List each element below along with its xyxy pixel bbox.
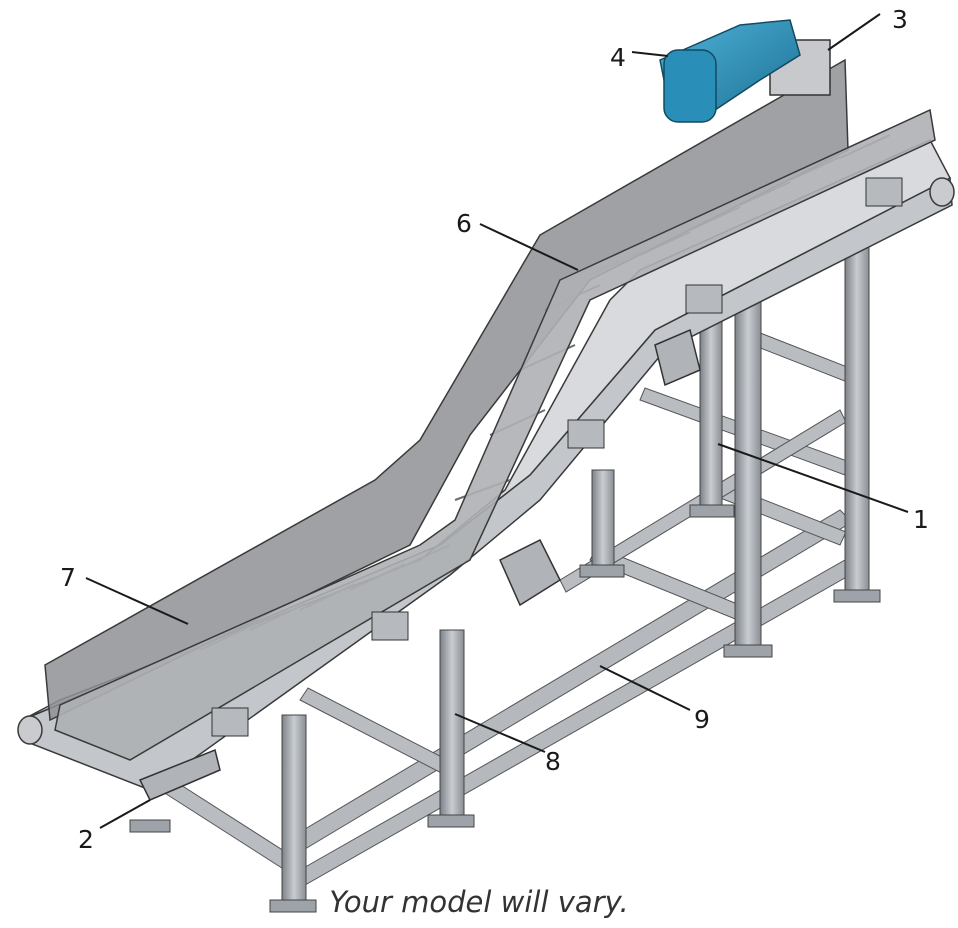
leader-1 xyxy=(717,443,909,513)
drive-unit xyxy=(659,19,831,123)
leg-6 xyxy=(844,239,870,596)
support-frame xyxy=(129,239,881,913)
callout-numbers: 1 2 3 4 6 7 8 9 xyxy=(60,5,929,854)
leader-3 xyxy=(827,13,881,51)
bracket-b xyxy=(371,611,409,641)
caption: Your model will vary. xyxy=(329,885,629,919)
callout-2: 2 xyxy=(78,825,94,854)
callout-4: 4 xyxy=(610,43,626,72)
bend-plate-upper xyxy=(654,328,701,387)
cross-brace-b xyxy=(299,687,464,781)
foot-3 xyxy=(579,564,625,578)
callout-9: 9 xyxy=(694,705,710,734)
leg-5 xyxy=(734,299,762,651)
foot-2 xyxy=(427,814,475,828)
leader-7 xyxy=(85,577,189,625)
foot-7 xyxy=(129,819,171,833)
leg-2 xyxy=(439,629,465,821)
conveyor-body xyxy=(17,58,955,801)
callout-3: 3 xyxy=(892,5,908,34)
sidewall-front xyxy=(54,108,936,761)
cross-brace-a xyxy=(159,777,296,871)
callout-7: 7 xyxy=(60,563,76,592)
leader-6 xyxy=(479,223,579,271)
callout-1: 1 xyxy=(913,505,929,534)
bend-plate xyxy=(499,538,561,607)
bracket-c xyxy=(567,419,605,449)
leader-4 xyxy=(631,51,669,57)
foot-1 xyxy=(269,899,317,913)
foot-4 xyxy=(689,504,735,518)
sidewall-back xyxy=(44,58,849,722)
foot-5 xyxy=(723,644,773,658)
callout-6: 6 xyxy=(456,209,472,238)
leg-1 xyxy=(281,714,307,906)
leader-9 xyxy=(599,665,691,711)
head-roller xyxy=(929,177,955,207)
tail-plate xyxy=(138,748,221,801)
bracket-e xyxy=(865,177,903,207)
motor-fan-cap xyxy=(663,49,717,123)
leg-3 xyxy=(591,469,615,571)
leg-4 xyxy=(699,319,723,511)
bracket-a xyxy=(211,707,249,737)
leader-2 xyxy=(99,799,151,829)
leader-8 xyxy=(454,713,546,753)
callout-leaders xyxy=(85,13,909,829)
callout-8: 8 xyxy=(545,747,561,776)
foot-6 xyxy=(833,589,881,603)
bracket-d xyxy=(685,284,723,314)
tail-roller xyxy=(17,715,43,745)
